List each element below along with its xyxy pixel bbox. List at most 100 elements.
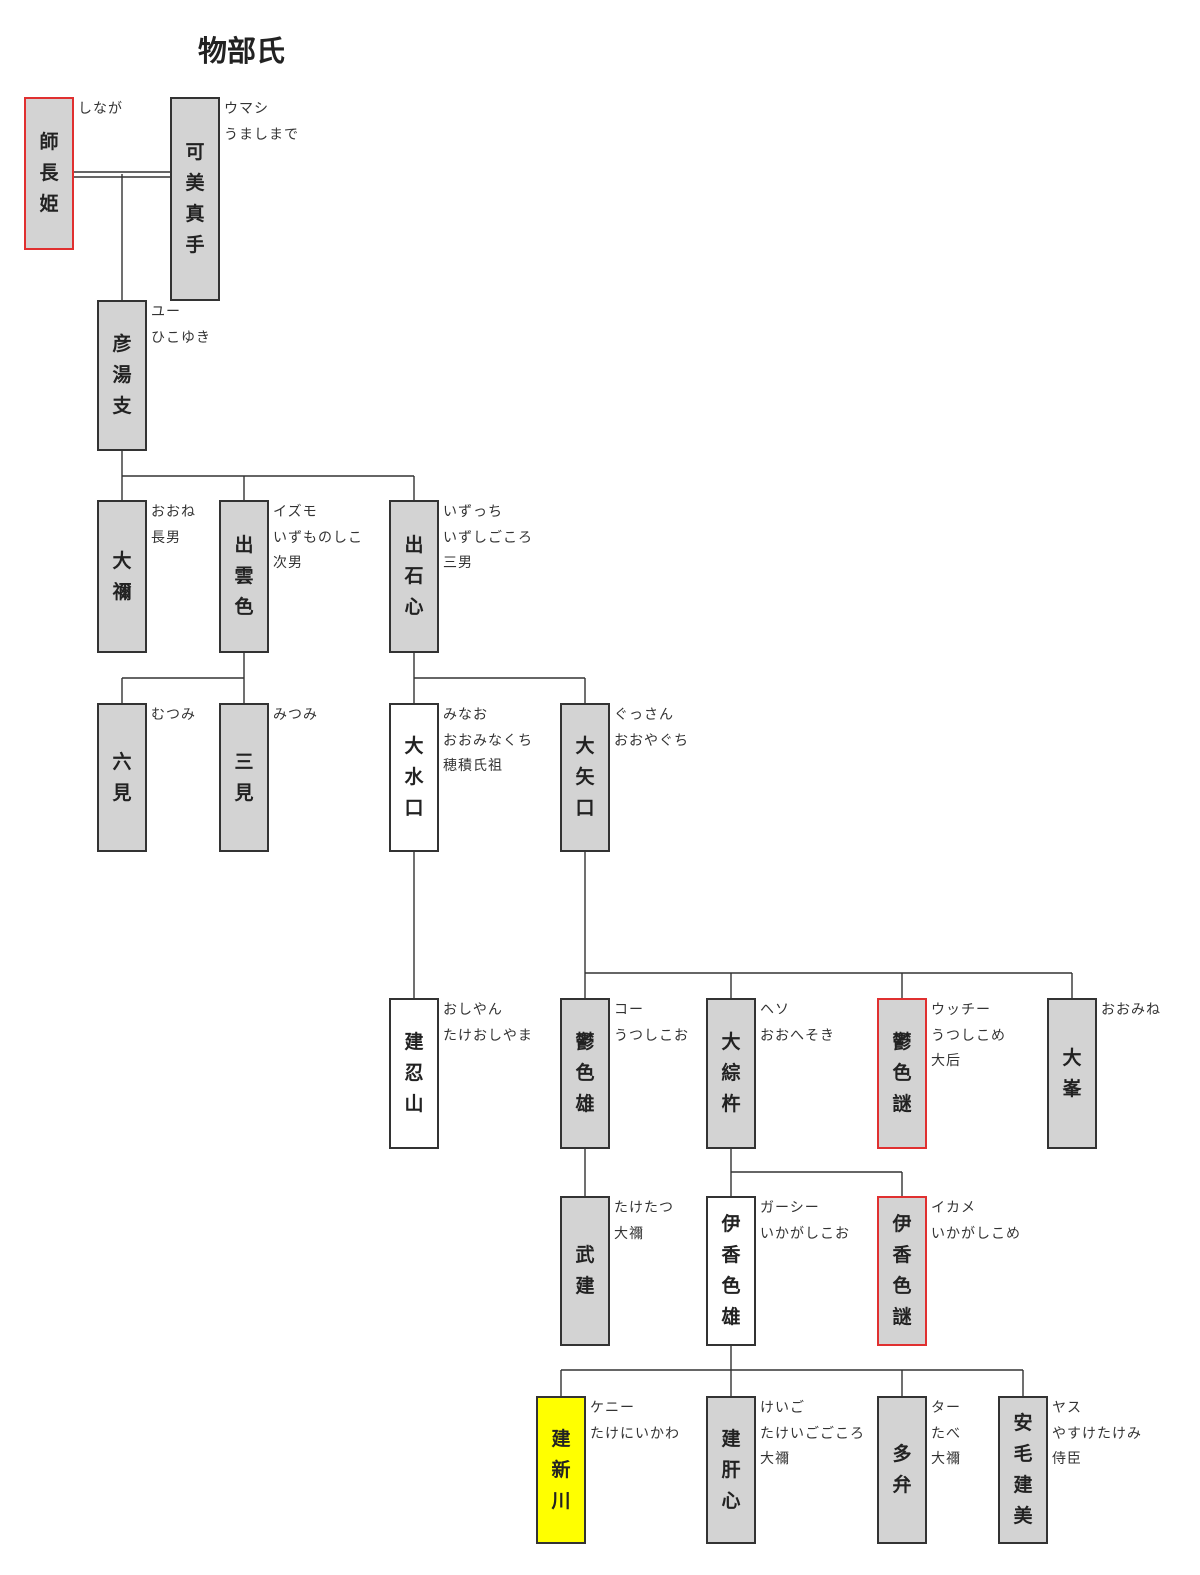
person-note-line: おおやぐち (614, 732, 689, 749)
person-box-ikame: 伊香色謎 (877, 1196, 927, 1346)
person-name: 伊香色雄 (721, 1213, 741, 1328)
person-box-gussan: 大矢口 (560, 703, 610, 852)
person-notes-yasu: ヤスやすけたけみ侍臣 (1052, 1396, 1142, 1473)
person-notes-shinaga: しなが (78, 97, 123, 123)
person-note-line: ユー (151, 304, 181, 320)
person-note-line: ヤス (1052, 1400, 1082, 1416)
person-note-line: 大禰 (931, 1451, 961, 1467)
person-note-line: たべ (931, 1425, 961, 1442)
person-note-line: ガーシー (760, 1200, 820, 1216)
person-box-umashimade: 可美真手 (170, 97, 220, 301)
person-name: 可美真手 (185, 141, 205, 256)
person-note-line: コー (614, 1002, 644, 1018)
person-note-line: むつみ (151, 707, 196, 723)
person-name: 三見 (234, 750, 254, 804)
person-name: 彦湯支 (112, 333, 132, 417)
person-note-line: ケニー (590, 1400, 635, 1416)
person-name: 出雲色 (234, 534, 254, 618)
person-notes-hikoyuki: ユーひこゆき (151, 300, 211, 351)
person-note-line: 次男 (273, 555, 303, 571)
person-notes-izucchi: いずっちいずしごころ三男 (443, 500, 533, 577)
person-box-mitsumi: 三見 (219, 703, 269, 852)
person-note-line: 大后 (931, 1053, 961, 1069)
person-box-izucchi: 出石心 (389, 500, 439, 653)
person-name: 大矢口 (575, 735, 595, 819)
person-note-line: ター (931, 1400, 961, 1416)
person-box-mutsumi: 六見 (97, 703, 147, 852)
person-notes-mutsumi: むつみ (151, 703, 196, 729)
person-note-line: 長男 (151, 529, 181, 546)
person-note-line: ひこゆき (151, 329, 211, 346)
person-note-line: 大禰 (614, 1225, 644, 1242)
person-notes-oomine: おおみね (1101, 998, 1161, 1024)
person-name: 多弁 (892, 1443, 912, 1496)
person-box-taketatsu: 武建 (560, 1196, 610, 1346)
person-note-line: 大禰 (760, 1451, 790, 1467)
person-note-line: うましまで (224, 126, 299, 143)
person-notes-heso: ヘソおおへそき (760, 998, 835, 1049)
person-note-line: ぐっさん (614, 707, 674, 723)
person-notes-gussan: ぐっさんおおやぐち (614, 703, 689, 754)
person-name: 大峯 (1062, 1046, 1082, 1100)
person-name: 建新川 (551, 1427, 571, 1512)
person-notes-ikame: イカメいかがしこめ (931, 1196, 1021, 1247)
person-note-line: みつみ (273, 707, 318, 723)
person-notes-gashi: ガーシーいかがしこお (760, 1196, 850, 1247)
person-note-line: いずっち (443, 504, 503, 520)
person-box-keigo: 建肝心 (706, 1396, 756, 1544)
person-note-line: いずしごころ (443, 529, 533, 546)
person-note-line: やすけたけみ (1052, 1425, 1142, 1442)
person-name: 建肝心 (721, 1427, 741, 1512)
person-note-line: みなお (443, 707, 488, 723)
person-box-heso: 大綜杵 (706, 998, 756, 1149)
person-note-line: おしやん (443, 1002, 503, 1018)
person-note-line: うつしこお (614, 1027, 689, 1044)
person-note-line: ヘソ (760, 1002, 790, 1018)
person-box-oomine: 大峯 (1047, 998, 1097, 1149)
person-note-line: イカメ (931, 1200, 976, 1216)
person-note-line: しなが (78, 101, 123, 117)
person-name: 安毛建美 (1013, 1412, 1033, 1527)
person-box-yasu: 安毛建美 (998, 1396, 1048, 1544)
person-name: 出石心 (404, 534, 424, 618)
person-name: 建忍山 (404, 1031, 424, 1115)
person-name: 大禰 (112, 549, 132, 603)
person-note-line: ウマシ (224, 101, 269, 117)
person-note-line: いかがしこお (760, 1225, 850, 1242)
person-note-line: おおへそき (760, 1027, 835, 1044)
person-note-line: けいご (760, 1400, 805, 1416)
person-box-ta: 多弁 (877, 1396, 927, 1544)
person-note-line: 穂積氏祖 (443, 758, 503, 774)
person-note-line: おおみなくち (443, 732, 533, 749)
person-name: 大水口 (404, 735, 424, 819)
person-name: 伊香色謎 (892, 1213, 912, 1328)
person-box-oshiyan: 建忍山 (389, 998, 439, 1149)
person-note-line: たけたつ (614, 1200, 674, 1216)
person-name: 大綜杵 (721, 1031, 741, 1115)
person-notes-ko: コーうつしこお (614, 998, 689, 1049)
person-notes-oone: おおね長男 (151, 500, 196, 551)
person-notes-oshiyan: おしやんたけおしやま (443, 998, 533, 1049)
person-box-gashi: 伊香色雄 (706, 1196, 756, 1346)
person-box-oone: 大禰 (97, 500, 147, 653)
person-name: 武建 (575, 1244, 595, 1297)
person-name: 六見 (112, 750, 132, 804)
person-note-line: おおね (151, 504, 196, 520)
person-notes-taketatsu: たけたつ大禰 (614, 1196, 674, 1247)
person-notes-umashimade: ウマシうましまで (224, 97, 299, 148)
person-note-line: おおみね (1101, 1002, 1161, 1018)
person-note-line: 三男 (443, 555, 473, 571)
page-title: 物部氏 (198, 34, 286, 68)
person-note-line: たけいごごころ (760, 1425, 865, 1442)
person-note-line: たけおしやま (443, 1027, 533, 1044)
person-box-hikoyuki: 彦湯支 (97, 300, 147, 451)
person-note-line: うつしこめ (931, 1027, 1006, 1044)
person-box-izumo: 出雲色 (219, 500, 269, 653)
person-box-ko: 鬱色雄 (560, 998, 610, 1149)
person-note-line: いかがしこめ (931, 1225, 1021, 1242)
person-note-line: 侍臣 (1052, 1451, 1082, 1467)
person-notes-kenny: ケニーたけにいかわ (590, 1396, 680, 1447)
person-notes-izumo: イズモいずものしこ次男 (273, 500, 363, 577)
person-note-line: いずものしこ (273, 529, 363, 546)
